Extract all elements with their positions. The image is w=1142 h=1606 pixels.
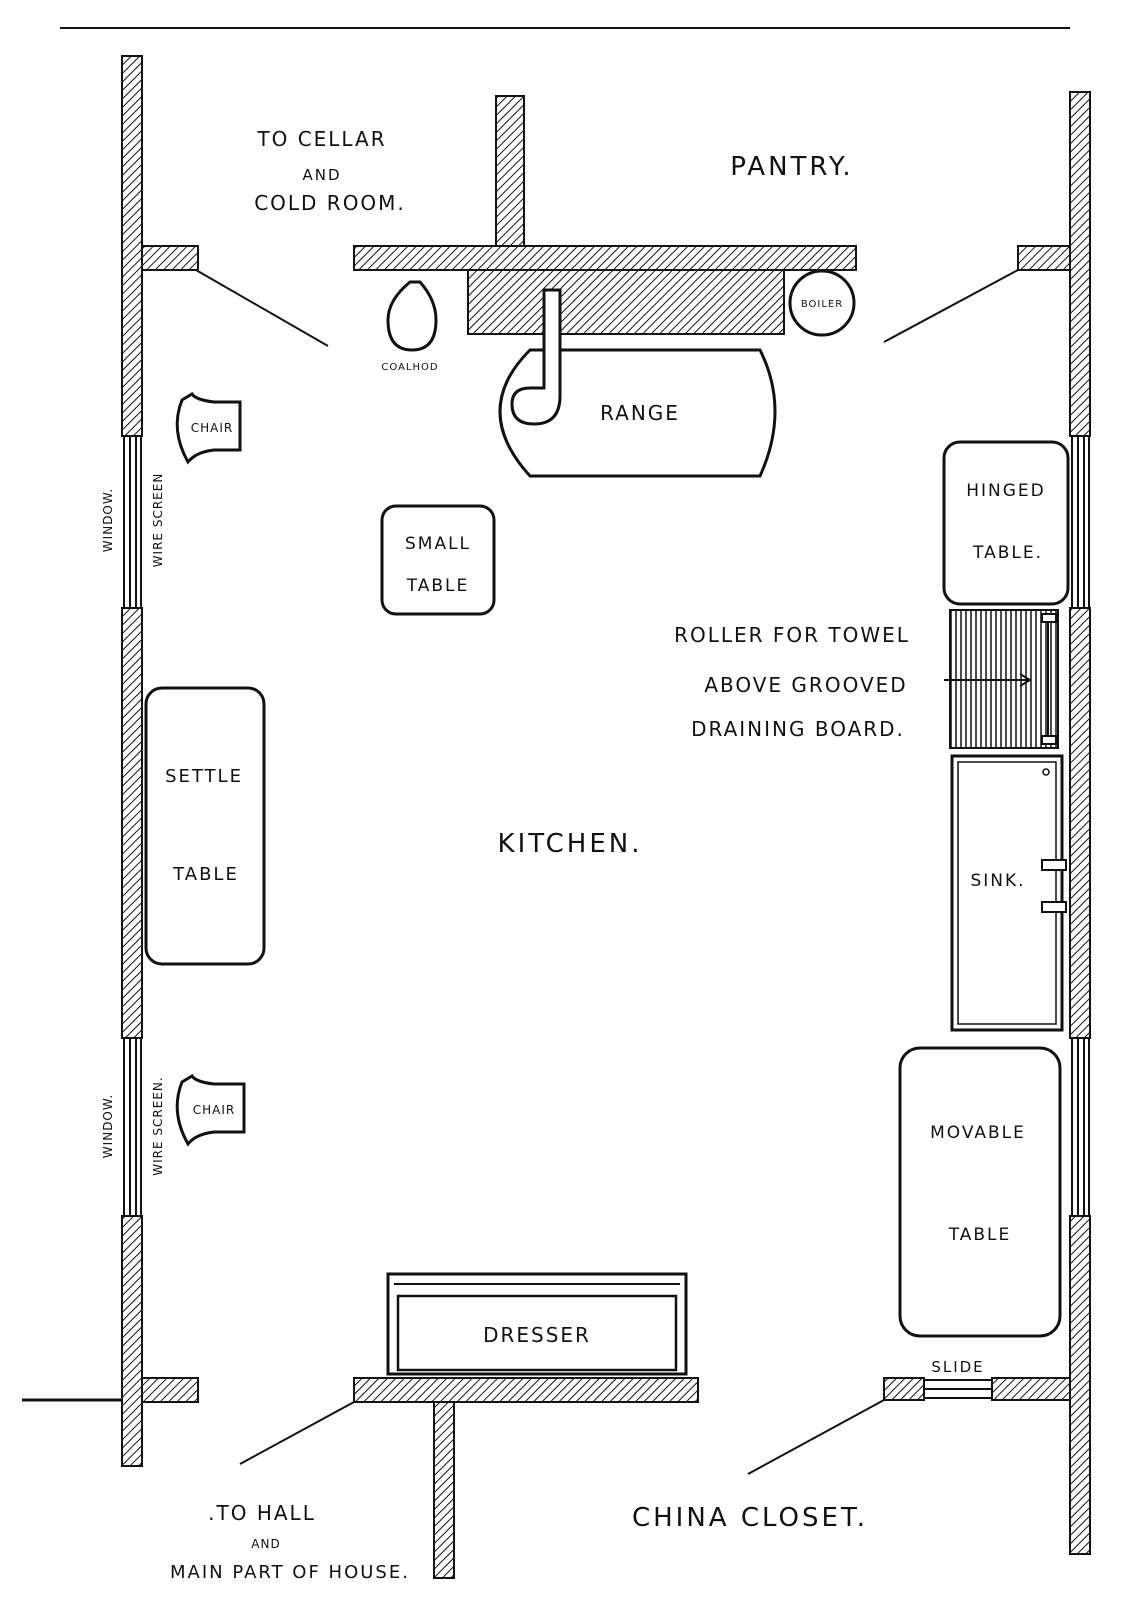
label-to-cellar-and: AND	[302, 166, 341, 184]
label-window-bottom: WINDOW.	[101, 1094, 115, 1158]
bottom-wall	[353, 1377, 1071, 1579]
label-wire-screen-bottom: WIRE SCREEN.	[151, 1076, 165, 1175]
label-small-table-2: TABLE	[406, 576, 470, 596]
movable-table	[898, 1046, 1062, 1338]
label-roller-2: ABOVE GROOVED	[704, 673, 907, 697]
range	[498, 288, 777, 478]
label-hinged-table-2: TABLE.	[972, 543, 1043, 563]
door-swing-cellar	[195, 269, 329, 347]
roller-arrow	[944, 673, 1031, 687]
label-settle-2: TABLE	[172, 864, 239, 885]
left-wall	[121, 55, 199, 1467]
boiler	[788, 269, 856, 337]
label-slide: SLIDE	[931, 1358, 984, 1376]
coal-hod-icon	[386, 280, 438, 352]
label-chair-bottom: CHAIR	[193, 1103, 236, 1117]
label-to-hall-and: AND	[251, 1537, 280, 1551]
window-bottom	[123, 1038, 142, 1216]
right-window-bottom	[1071, 1038, 1090, 1216]
slide-opening	[923, 1379, 993, 1399]
sink	[950, 754, 1067, 1032]
small-table	[380, 504, 496, 616]
label-cold-room: COLD ROOM.	[254, 191, 406, 215]
label-movable-1: MOVABLE	[930, 1123, 1026, 1143]
label-to-cellar: TO CELLAR	[256, 127, 386, 151]
label-to-hall: .TO HALL	[208, 1501, 316, 1525]
door-swing-hall	[239, 1401, 355, 1465]
right-wall	[1017, 91, 1091, 1555]
label-small-table-1: SMALL	[405, 534, 471, 554]
label-dresser: DRESSER	[483, 1323, 591, 1347]
label-china-closet: CHINA CLOSET.	[632, 1503, 868, 1533]
label-kitchen: KITCHEN.	[498, 829, 643, 859]
settle-table	[144, 686, 266, 966]
label-pantry: PANTRY.	[730, 152, 853, 182]
label-boiler: BOILER	[801, 299, 843, 310]
window-top	[123, 436, 142, 608]
label-roller-1: ROLLER FOR TOWEL	[674, 623, 910, 647]
label-sink: SINK.	[970, 871, 1025, 891]
chair-bottom-icon	[175, 1073, 246, 1147]
label-main-part: MAIN PART OF HOUSE.	[170, 1562, 410, 1583]
label-range: RANGE	[600, 401, 680, 425]
label-coal-hod: COALHOD	[381, 362, 438, 373]
label-wire-screen-top: WIRE SCREEN	[151, 473, 165, 568]
label-settle-1: SETTLE	[165, 766, 243, 787]
label-roller-3: DRAINING BOARD.	[691, 717, 905, 741]
label-hinged-table-1: HINGED	[966, 481, 1046, 501]
label-movable-2: TABLE	[948, 1225, 1012, 1245]
dresser	[386, 1272, 688, 1376]
label-chair-top: CHAIR	[191, 421, 234, 435]
right-window-top	[1071, 436, 1090, 608]
door-swing-china	[747, 1399, 885, 1475]
hinged-table	[942, 440, 1070, 606]
chair-top-icon	[175, 391, 242, 465]
label-window-top: WINDOW.	[101, 488, 115, 552]
door-swing-pantry	[883, 269, 1019, 343]
chimney-wall	[353, 95, 857, 335]
